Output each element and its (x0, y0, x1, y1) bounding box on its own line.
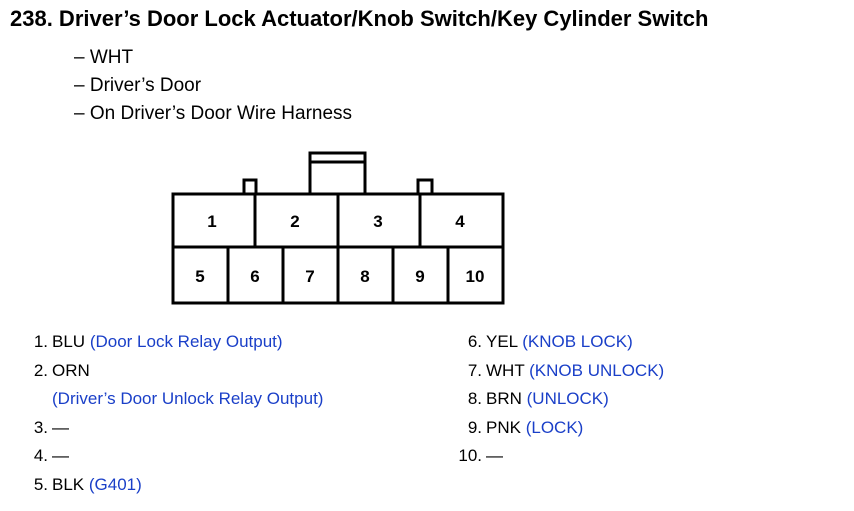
pin-label: 5 (195, 267, 204, 286)
pin-label: 9 (415, 267, 424, 286)
pin-row: 4.— (33, 446, 69, 465)
page-title: 238. Driver’s Door Lock Actuator/Knob Sw… (10, 6, 709, 31)
connector-color: – WHT (74, 47, 134, 68)
connector-location-door: – Driver’s Door (74, 75, 202, 96)
lock-tab (308, 151, 367, 194)
pin-row: 1.BLU (Door Lock Relay Output) (33, 332, 283, 351)
pin-label: 4 (455, 212, 465, 231)
key-right (416, 178, 434, 194)
pin-row: 6.YEL (KNOB LOCK) (467, 332, 633, 351)
key-left (242, 178, 258, 194)
pin-row: 2.ORN (33, 360, 90, 380)
connector-info: – WHT – Driver’s Door – On Driver’s Door… (74, 44, 352, 128)
pin-label: 10 (466, 267, 485, 286)
pin-row-continuation: (Driver’s Door Unlock Relay Output) (52, 389, 324, 408)
pin-row: 10.— (458, 446, 503, 465)
connector-diagram: 1 2 3 4 5 6 7 8 9 10 (171, 151, 505, 305)
pin-label: 3 (373, 212, 382, 231)
pin-list-left: 1.BLU (Door Lock Relay Output) 2.ORN (Dr… (20, 328, 324, 499)
pin-label: 7 (305, 267, 314, 286)
pin-list-right: 6.YEL (KNOB LOCK) 7.WHT (KNOB UNLOCK) 8.… (448, 328, 664, 471)
connector-location-harness: – On Driver’s Door Wire Harness (74, 103, 353, 124)
pin-row: 9.PNK (LOCK) (467, 417, 584, 437)
pin-row: 3.— (33, 417, 69, 437)
pin-row: 8.BRN (UNLOCK) (467, 389, 609, 408)
pin-label: 1 (207, 212, 216, 231)
pin-row: 7.WHT (KNOB UNLOCK) (467, 360, 665, 380)
pin-label: 2 (290, 212, 299, 231)
pin-label: 6 (250, 267, 259, 286)
pin-row: 5.BLK (G401) (33, 474, 142, 494)
pin-label: 8 (360, 267, 369, 286)
